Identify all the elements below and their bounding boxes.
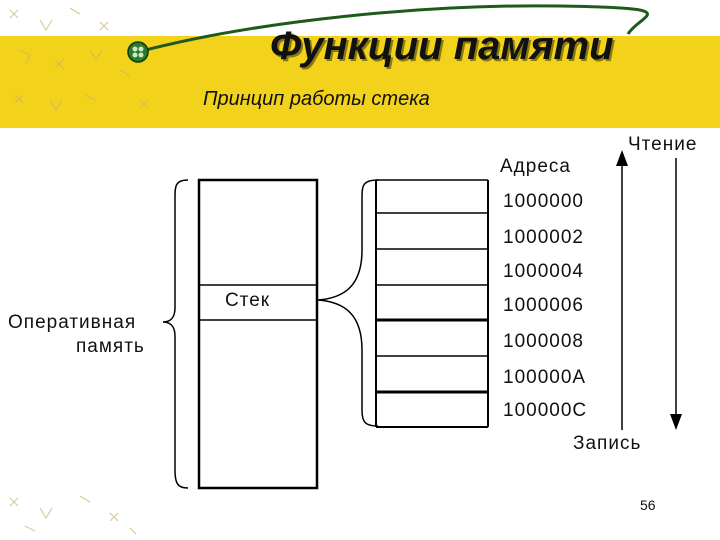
address-1: 1000000 [503,191,584,212]
header-curve [137,4,649,54]
page-title: Функции памяти [270,24,614,68]
stack-label: Стек [225,290,271,311]
address-6: 100000A [503,367,587,388]
address-4: 1000006 [503,295,584,316]
decorative-pattern [9,7,149,112]
page-subtitle: Принцип работы стека [203,88,430,110]
address-7: 100000C [503,400,588,421]
header-band [0,36,720,128]
stack-brace [317,179,379,427]
ram-box [197,178,319,490]
header-bullet-icon [127,41,149,63]
write-arrow [670,158,682,430]
decorative-pattern-bottom [9,495,137,535]
address-table [375,179,489,428]
read-label: Чтение [628,134,698,155]
address-2: 1000002 [503,227,584,248]
write-label: Запись [573,433,642,454]
ram-brace [162,179,189,489]
page-number: 56 [640,497,656,513]
address-5: 1000008 [503,331,584,352]
address-3: 1000004 [503,261,584,282]
address-header: Адреса [500,156,571,177]
ram-label-line2: память [76,336,145,357]
ram-label-line1: Оперативная [8,312,137,333]
read-arrow [616,150,628,430]
